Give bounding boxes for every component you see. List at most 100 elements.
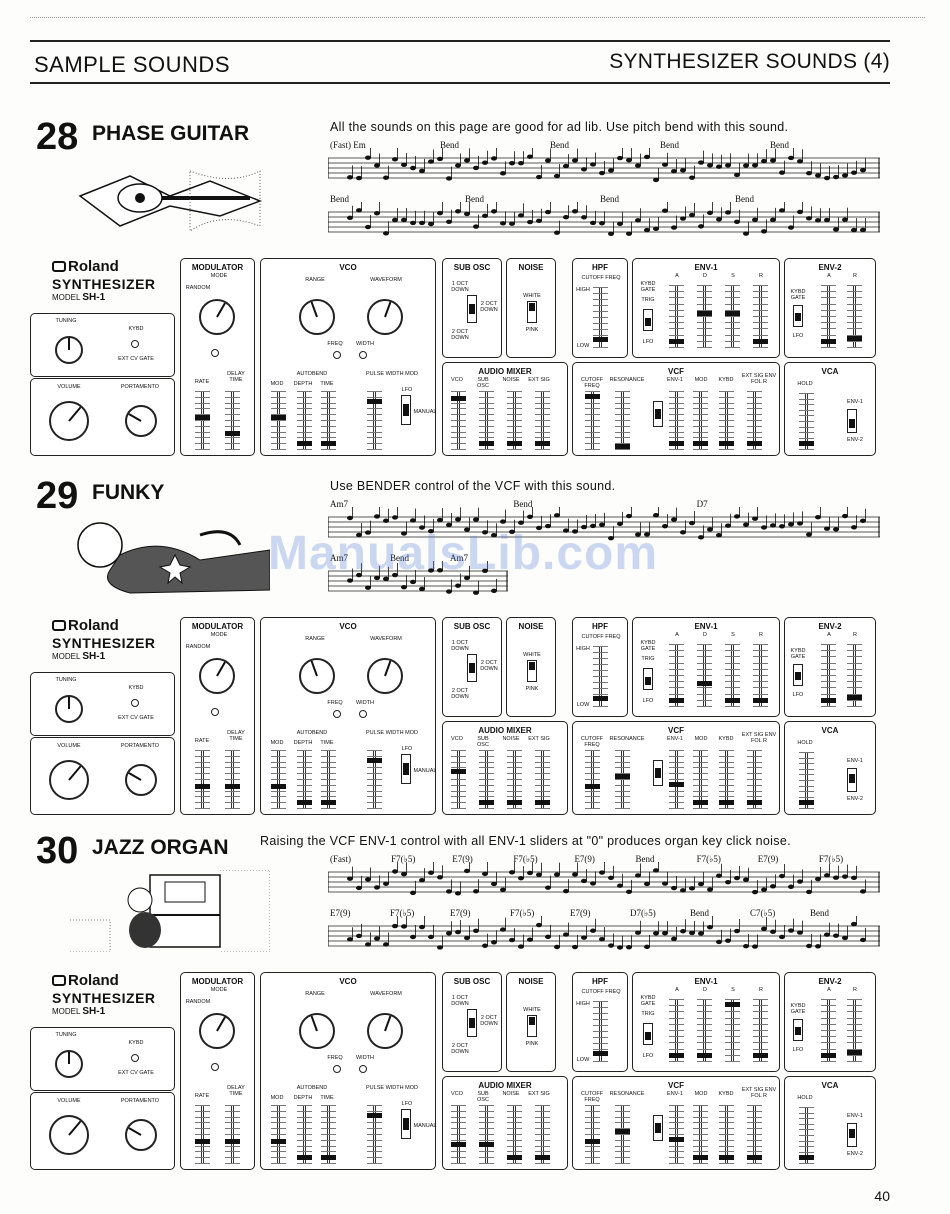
- range-knob[interactable]: [299, 658, 335, 694]
- pw-freq-knob[interactable]: [333, 1065, 341, 1073]
- vca-hold-slider-cap[interactable]: [799, 441, 814, 447]
- vcf-env-slider-cap[interactable]: [669, 1136, 684, 1142]
- mod-delay-slider[interactable]: [225, 391, 240, 450]
- vca-hold-slider[interactable]: [799, 752, 814, 809]
- tuning-knob[interactable]: [55, 1050, 83, 1078]
- vcf-cutoff-slider[interactable]: [585, 391, 600, 450]
- env1-d-slider[interactable]: [697, 644, 712, 707]
- hpf-slider-cap[interactable]: [593, 1050, 608, 1056]
- env1-trigger-switch[interactable]: [643, 1023, 653, 1045]
- portamento-knob[interactable]: [125, 405, 157, 437]
- env1-a-slider-cap[interactable]: [669, 1053, 684, 1059]
- pwm-source-switch[interactable]: [401, 754, 411, 784]
- mode-knob[interactable]: [199, 658, 235, 694]
- vca-hold-slider[interactable]: [799, 1107, 814, 1164]
- mixer-slider-2-cap[interactable]: [507, 1155, 522, 1161]
- env1-a-slider-cap[interactable]: [669, 698, 684, 704]
- range-knob[interactable]: [299, 1013, 335, 1049]
- kybd-jack[interactable]: [131, 699, 139, 707]
- vco-mod-slider[interactable]: [271, 750, 286, 809]
- pw-freq-knob[interactable]: [333, 710, 341, 718]
- pulse-width-slider-cap[interactable]: [367, 757, 382, 763]
- vcf-cutoff-slider-cap[interactable]: [585, 784, 600, 790]
- env1-d-slider[interactable]: [697, 999, 712, 1062]
- vcf-mod-slider-cap[interactable]: [693, 800, 708, 806]
- tuning-knob[interactable]: [55, 695, 83, 723]
- noise-switch[interactable]: [527, 660, 537, 682]
- mixer-slider-1-cap[interactable]: [479, 800, 494, 806]
- vco-mod-slider[interactable]: [271, 391, 286, 450]
- vcf-mod-slider[interactable]: [693, 750, 708, 809]
- mixer-slider-0[interactable]: [451, 1105, 466, 1164]
- mod-rate-slider-cap[interactable]: [195, 1139, 210, 1145]
- vcf-resonance-slider-cap[interactable]: [615, 773, 630, 779]
- env2-r-slider-cap[interactable]: [847, 695, 862, 701]
- vca-hold-slider[interactable]: [799, 393, 814, 450]
- vcf-kybd-slider[interactable]: [719, 750, 734, 809]
- hpf-slider-cap[interactable]: [593, 336, 608, 342]
- autobend-depth-slider-cap[interactable]: [297, 800, 312, 806]
- env1-a-slider-cap[interactable]: [669, 339, 684, 345]
- env2-a-slider[interactable]: [821, 644, 836, 707]
- range-knob[interactable]: [299, 299, 335, 335]
- mixer-slider-2[interactable]: [507, 750, 522, 809]
- mixer-slider-1[interactable]: [479, 1105, 494, 1164]
- mixer-slider-1-cap[interactable]: [479, 441, 494, 447]
- autobend-time-slider-cap[interactable]: [321, 1155, 336, 1161]
- vcf-env-slider-cap[interactable]: [669, 781, 684, 787]
- env1-a-slider[interactable]: [669, 644, 684, 707]
- noise-switch[interactable]: [527, 1015, 537, 1037]
- pw-width-knob[interactable]: [359, 351, 367, 359]
- autobend-depth-slider[interactable]: [297, 750, 312, 809]
- env2-r-slider[interactable]: [847, 999, 862, 1062]
- vca-env-switch[interactable]: [847, 409, 857, 433]
- autobend-time-slider-cap[interactable]: [321, 441, 336, 447]
- env1-d-slider-cap[interactable]: [697, 1053, 712, 1059]
- pw-width-knob[interactable]: [359, 1065, 367, 1073]
- vco-mod-slider-cap[interactable]: [271, 414, 286, 420]
- autobend-time-slider[interactable]: [321, 391, 336, 450]
- mixer-slider-0-cap[interactable]: [451, 768, 466, 774]
- mixer-slider-1[interactable]: [479, 391, 494, 450]
- autobend-time-slider[interactable]: [321, 1105, 336, 1164]
- vcf-kybd-slider[interactable]: [719, 1105, 734, 1164]
- vcf-env-slider-cap[interactable]: [669, 441, 684, 447]
- env1-trigger-switch[interactable]: [643, 668, 653, 690]
- env2-r-slider[interactable]: [847, 644, 862, 707]
- vcf-mod-slider-cap[interactable]: [693, 1155, 708, 1161]
- mod-delay-slider[interactable]: [225, 750, 240, 809]
- env2-trigger-switch[interactable]: [793, 305, 803, 327]
- vcf-resonance-slider[interactable]: [615, 391, 630, 450]
- noise-switch[interactable]: [527, 301, 537, 323]
- vca-hold-slider-cap[interactable]: [799, 800, 814, 806]
- hpf-slider-cap[interactable]: [593, 695, 608, 701]
- env1-s-slider-cap[interactable]: [725, 310, 740, 316]
- vcf-resonance-slider[interactable]: [615, 750, 630, 809]
- env1-s-slider[interactable]: [725, 285, 740, 348]
- vcf-kybd-slider-cap[interactable]: [719, 441, 734, 447]
- env1-s-slider[interactable]: [725, 999, 740, 1062]
- mixer-slider-3[interactable]: [535, 1105, 550, 1164]
- vca-env-switch[interactable]: [847, 768, 857, 792]
- volume-knob[interactable]: [49, 1115, 89, 1155]
- env1-s-slider[interactable]: [725, 644, 740, 707]
- vcf-env-select-switch[interactable]: [653, 401, 663, 427]
- mixer-slider-3[interactable]: [535, 750, 550, 809]
- mixer-slider-1[interactable]: [479, 750, 494, 809]
- hpf-slider[interactable]: [593, 287, 608, 348]
- pulse-width-slider-cap[interactable]: [367, 398, 382, 404]
- mixer-slider-2-cap[interactable]: [507, 800, 522, 806]
- mixer-slider-3-cap[interactable]: [535, 800, 550, 806]
- autobend-depth-slider[interactable]: [297, 1105, 312, 1164]
- env2-a-slider[interactable]: [821, 285, 836, 348]
- env2-r-slider[interactable]: [847, 285, 862, 348]
- env2-a-slider-cap[interactable]: [821, 698, 836, 704]
- hpf-slider[interactable]: [593, 646, 608, 707]
- vcf-mod-slider-cap[interactable]: [693, 441, 708, 447]
- mod-rate-slider-cap[interactable]: [195, 784, 210, 790]
- mod-delay-slider-cap[interactable]: [225, 784, 240, 790]
- waveform-knob[interactable]: [367, 299, 403, 335]
- env1-r-slider[interactable]: [753, 999, 768, 1062]
- mixer-slider-0-cap[interactable]: [451, 1142, 466, 1148]
- vcf-resonance-slider-cap[interactable]: [615, 444, 630, 449]
